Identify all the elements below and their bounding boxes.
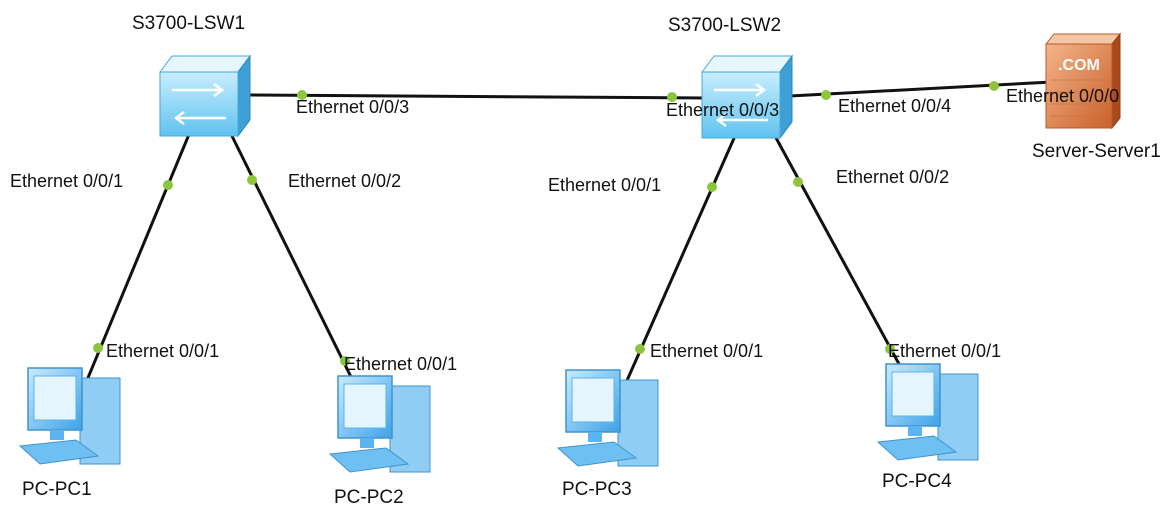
device-label-pc1: PC-PC1 <box>22 479 92 500</box>
switch-lsw1[interactable] <box>159 54 251 138</box>
device-label-lsw1: S3700-LSW1 <box>132 13 246 34</box>
device-label-pc2: PC-PC2 <box>334 487 404 508</box>
server-badge: .COM <box>1058 57 1100 74</box>
port-label-pc2-e1: Ethernet 0/0/1 <box>344 354 458 374</box>
port-label-pc3-e1: Ethernet 0/0/1 <box>650 341 764 361</box>
port-label-lsw1-e3: Ethernet 0/0/3 <box>296 97 410 117</box>
port-label-lsw2-e1: Ethernet 0/0/1 <box>548 175 662 195</box>
device-label-server1: Server-Server1 <box>1032 141 1161 162</box>
port-label-lsw1-e2: Ethernet 0/0/2 <box>288 171 402 191</box>
pc-pc2[interactable] <box>328 375 431 473</box>
port-dot[interactable] <box>793 177 803 187</box>
link-lsw2-pc4[interactable] <box>773 135 907 376</box>
pc-pc3[interactable] <box>556 369 659 467</box>
port-dots <box>93 81 999 366</box>
port-dot[interactable] <box>635 344 645 354</box>
link-lsw1-pc1[interactable] <box>83 131 192 386</box>
port-label-server1-e0: Ethernet 0/0/0 <box>1006 86 1120 106</box>
pc-icon <box>876 363 979 461</box>
port-dot[interactable] <box>989 81 999 91</box>
link-lsw2-pc3[interactable] <box>623 135 737 386</box>
device-label-pc3: PC-PC3 <box>562 479 632 500</box>
links <box>83 80 1053 386</box>
device-label-lsw2: S3700-LSW2 <box>668 15 782 36</box>
pc-pc4[interactable] <box>876 363 979 461</box>
link-lsw1-lsw2[interactable] <box>247 93 706 100</box>
server-server1[interactable]: .COM <box>1044 32 1122 130</box>
pc-pc1[interactable] <box>18 367 121 465</box>
pc-icon <box>18 367 121 465</box>
port-dot[interactable] <box>163 180 173 190</box>
port-dot[interactable] <box>340 356 350 366</box>
port-label-pc4-e1: Ethernet 0/0/1 <box>888 341 1002 361</box>
switch-icon <box>159 54 251 138</box>
port-dot[interactable] <box>247 175 257 185</box>
port-label-lsw2-e2: Ethernet 0/0/2 <box>836 167 950 187</box>
switch-icon <box>701 54 793 140</box>
port-label-lsw1-e1: Ethernet 0/0/1 <box>10 171 124 191</box>
port-dot[interactable] <box>821 90 831 100</box>
port-dot[interactable] <box>93 343 103 353</box>
port-dot[interactable] <box>707 182 717 192</box>
port-dot[interactable] <box>667 92 677 102</box>
device-label-pc4: PC-PC4 <box>882 471 952 492</box>
port-label-pc1-e1: Ethernet 0/0/1 <box>106 341 220 361</box>
switch-lsw2[interactable] <box>701 54 793 140</box>
link-lsw1-pc2[interactable] <box>228 131 357 386</box>
port-dot[interactable] <box>885 344 895 354</box>
port-dot[interactable] <box>297 90 307 100</box>
server-icon: .COM <box>1044 32 1122 130</box>
link-lsw2-server1[interactable] <box>789 80 1053 98</box>
pc-icon <box>556 369 659 467</box>
port-label-lsw2-e4: Ethernet 0/0/4 <box>838 96 952 116</box>
port-label-lsw2-e3: Ethernet 0/0/3 <box>666 100 780 120</box>
pc-icon <box>328 375 431 473</box>
